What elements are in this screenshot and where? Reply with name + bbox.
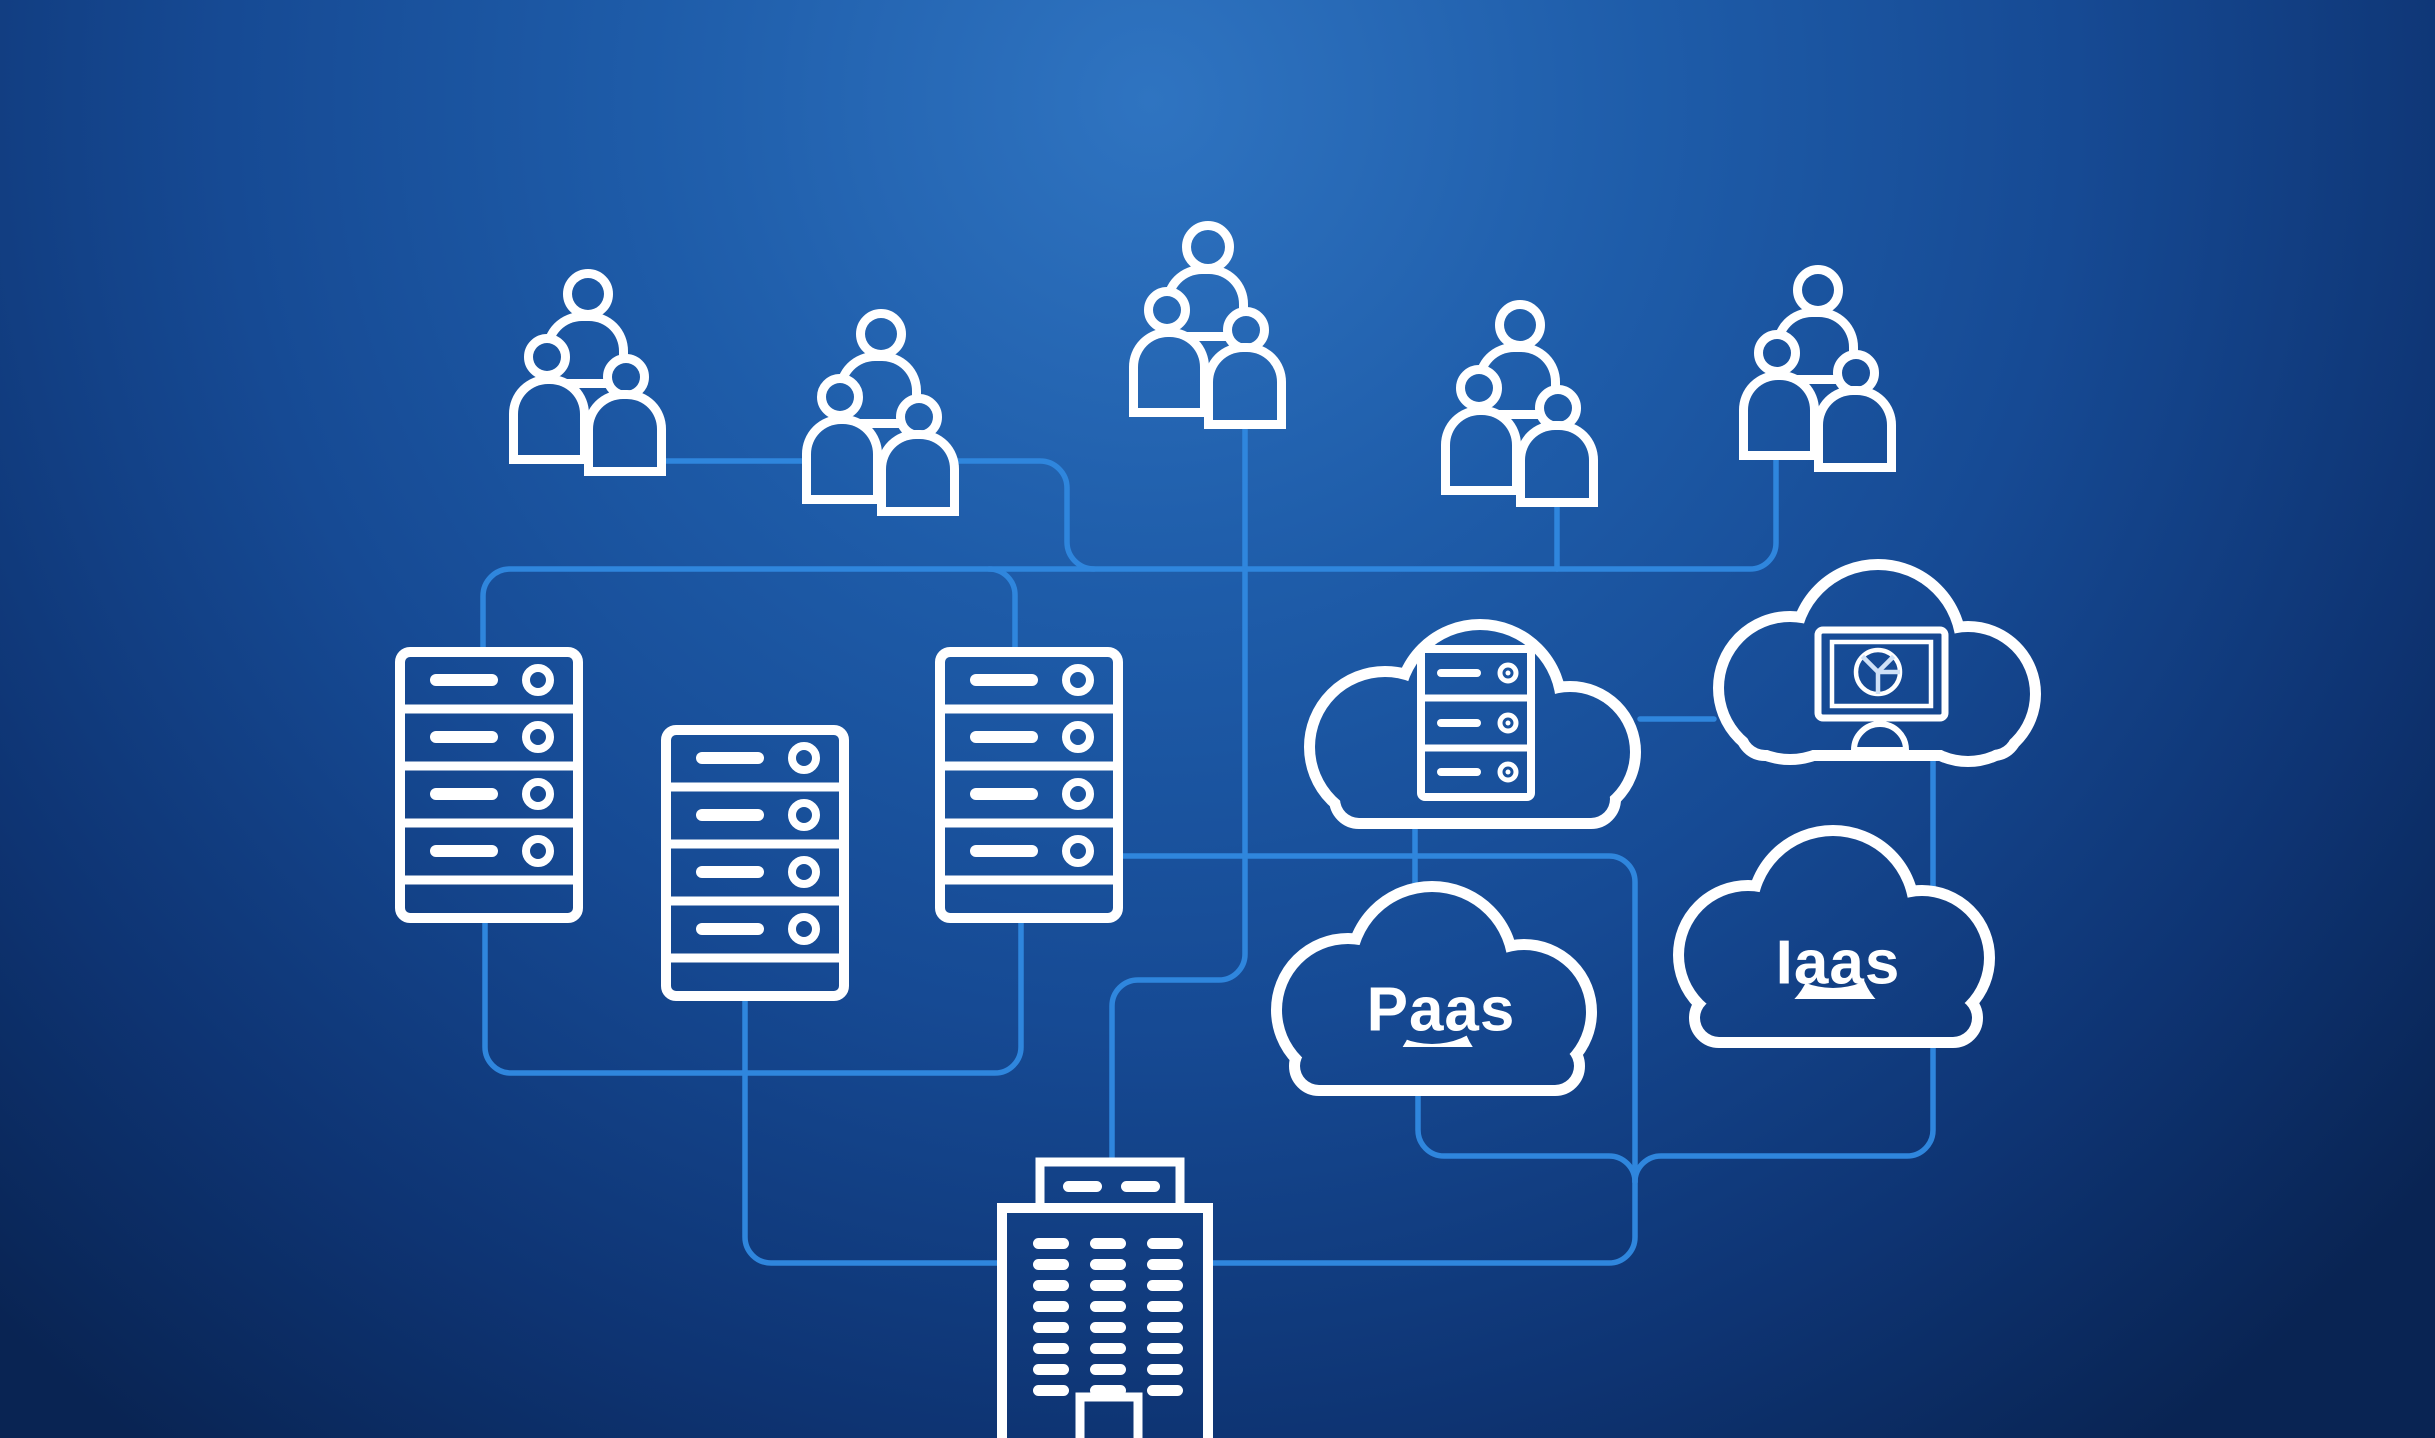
connector-bus-to-right-rack	[986, 566, 1018, 655]
user-group-icon-1	[509, 269, 666, 476]
connector-group1-to-bus	[647, 458, 1097, 572]
paas-cloud: Paas	[1271, 881, 1597, 1096]
building-icon	[997, 1157, 1213, 1438]
cloud-monitor-icon	[1713, 559, 2041, 767]
user-group-icon-5	[1739, 265, 1896, 472]
connector-paas-merge	[1415, 1082, 1638, 1185]
server-rack-icon-right	[935, 647, 1123, 923]
building-door	[1075, 1392, 1143, 1438]
server-rack-icon-left	[395, 647, 583, 923]
server-icon	[1417, 645, 1535, 801]
server-rack-icon-middle	[661, 725, 849, 1001]
user-group-icon-3	[1129, 221, 1286, 429]
user-group-icon-2	[802, 309, 959, 516]
iaas-label: Iaas	[1776, 929, 1901, 998]
connector-monitor-iaas-merge	[1632, 747, 1936, 1185]
monitor-pie-chart-icon	[1814, 626, 1949, 753]
connector-rack-bottoms	[482, 915, 1024, 1076]
building-roof	[1035, 1157, 1185, 1215]
paas-label: Paas	[1367, 976, 1516, 1045]
user-group-icon-4	[1441, 300, 1598, 507]
connector-main-bus	[480, 449, 1779, 655]
cloud-server-icon	[1304, 619, 1641, 829]
connector-middle-rack-to-building	[742, 993, 1008, 1266]
iaas-cloud: Iaas	[1673, 825, 1995, 1048]
